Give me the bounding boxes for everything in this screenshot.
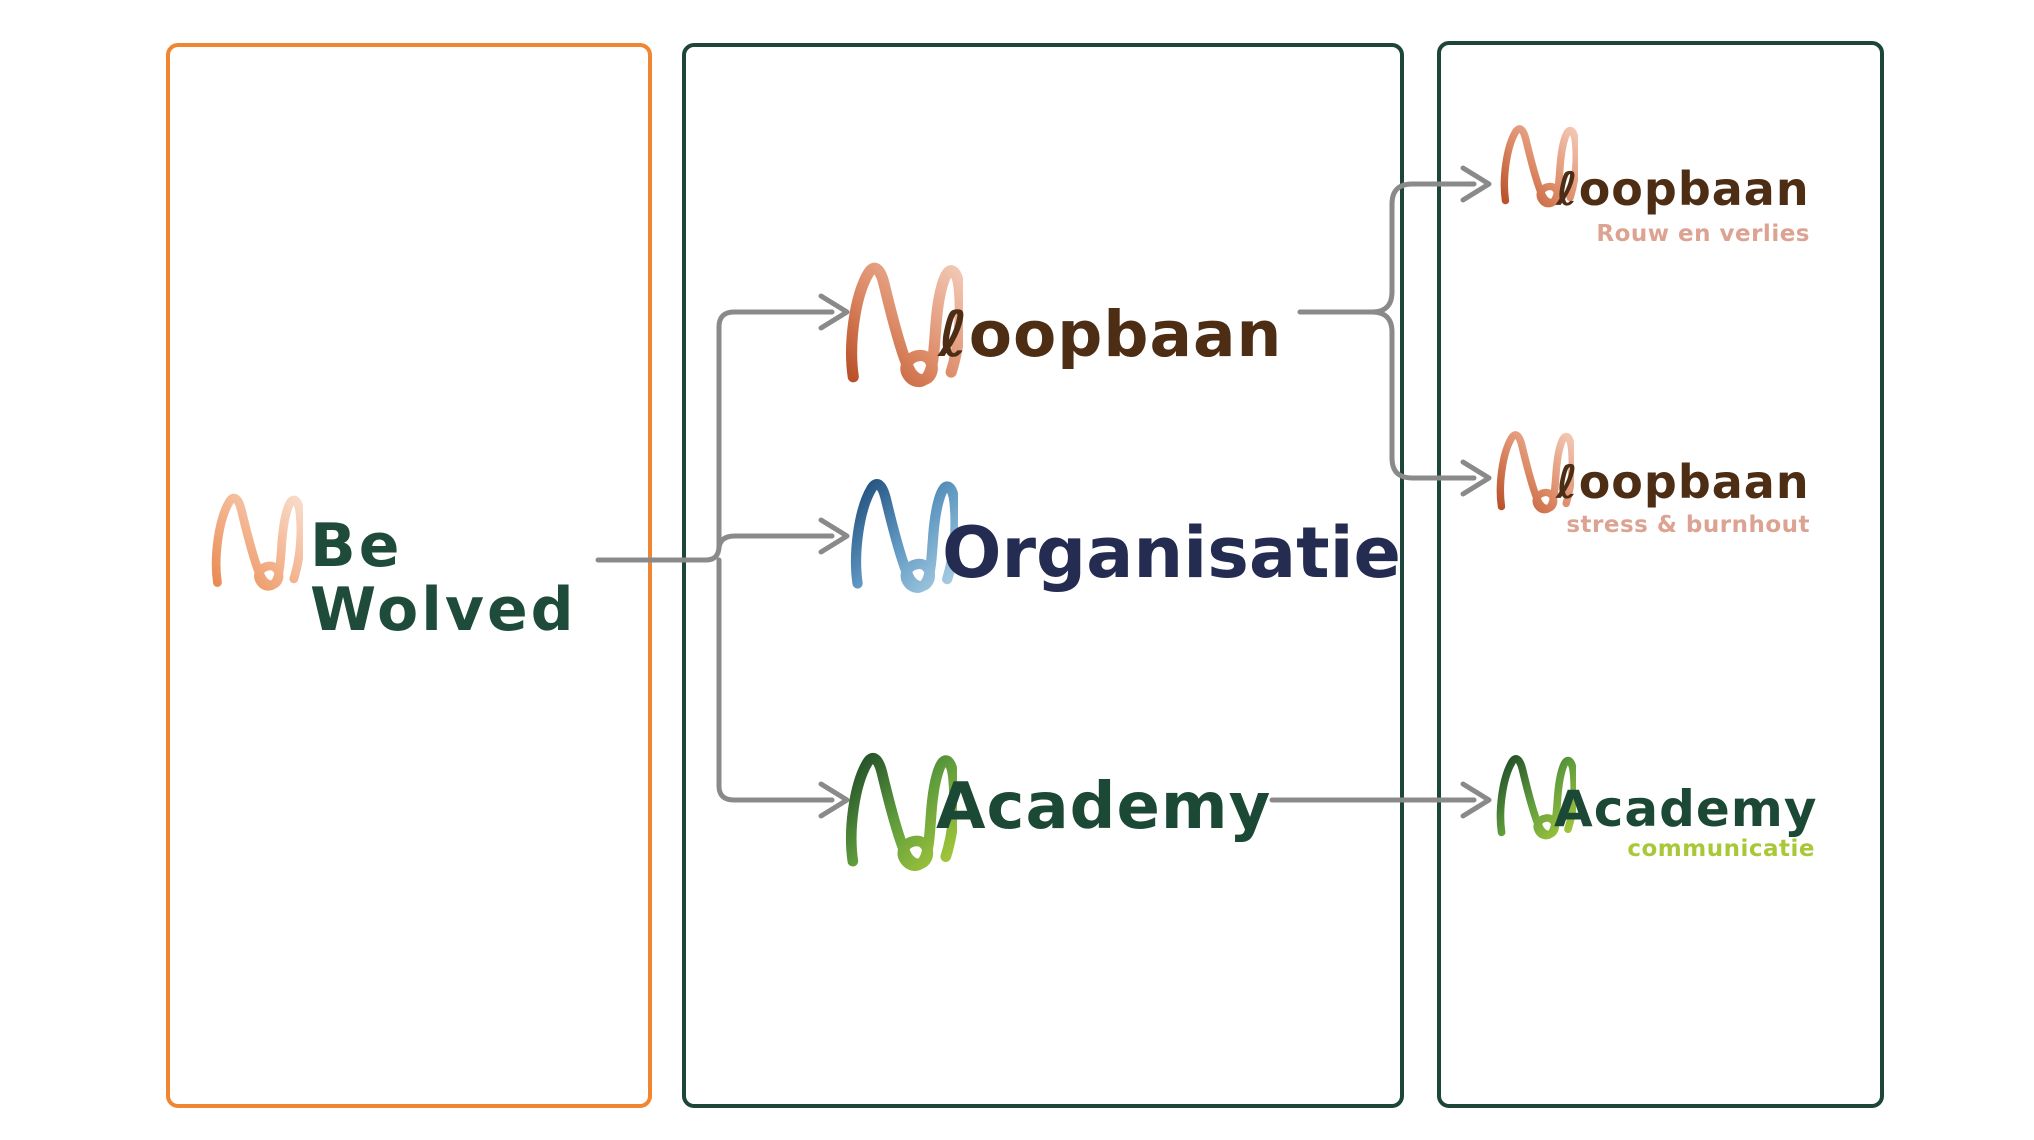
academy-wordmark: Academy [936, 770, 1272, 844]
loopbaan-wordmark: ℓoopbaan [938, 298, 1283, 371]
academy-communicatie-wordmark: Academy [1554, 780, 1818, 838]
bewolved-line2: Wolved [310, 575, 577, 645]
loopbaan-rouw-subtitle: Rouw en verlies [1596, 221, 1810, 247]
academy-communicatie-subtitle: communicatie [1627, 836, 1815, 862]
loopbaan-rouw-wordmark: ℓoopbaan [1556, 162, 1810, 216]
bewolved-mark-icon [211, 474, 303, 612]
panel-root-brand [166, 43, 652, 1108]
loopbaan-stress-subtitle: stress & burnhout [1566, 512, 1810, 538]
organisatie-wordmark: Organisatie [942, 512, 1402, 594]
bewolved-wordmark: Be Wolved [310, 514, 577, 642]
panel-sub-brands [682, 43, 1404, 1108]
panel-specializations [1437, 41, 1884, 1108]
bewolved-line1: Be [310, 511, 403, 581]
loopbaan-stress-wordmark: ℓoopbaan [1556, 455, 1810, 509]
